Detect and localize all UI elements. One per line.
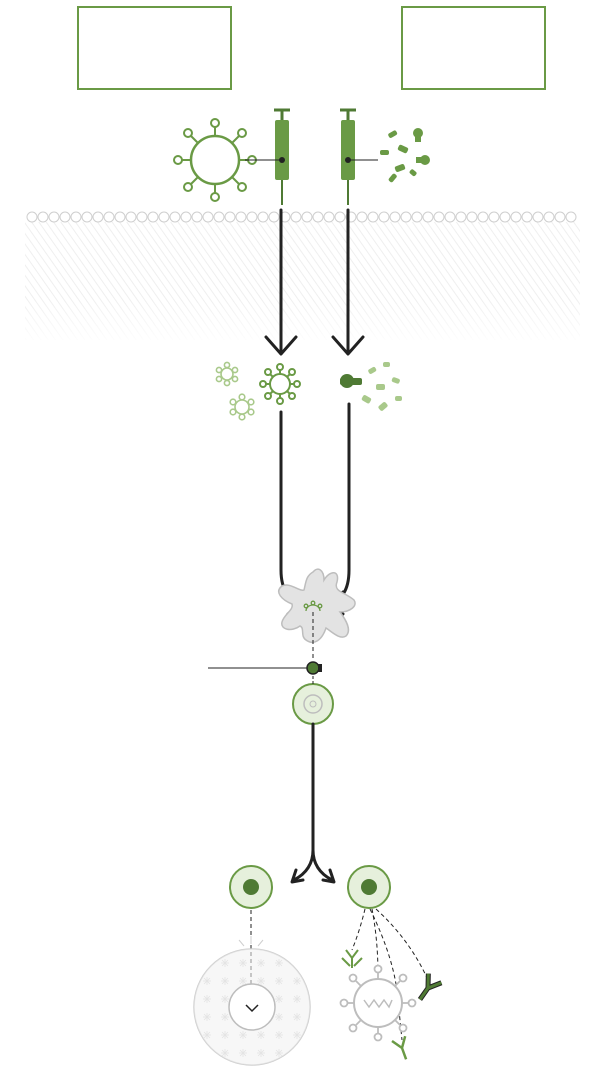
membrane-bead	[400, 211, 412, 223]
syringe-icon	[245, 108, 290, 205]
membrane-bead	[147, 211, 159, 223]
membrane-bead	[378, 211, 390, 223]
membrane-bead	[532, 211, 544, 223]
membrane-bead	[48, 211, 60, 223]
membrane-bead	[422, 211, 434, 223]
membrane-bead	[521, 211, 533, 223]
membrane-bead	[554, 211, 566, 223]
membrane-bead	[191, 211, 203, 223]
right-label-box	[401, 6, 546, 90]
membrane-bead	[257, 211, 269, 223]
antibody-icon	[391, 1035, 408, 1060]
membrane-bead	[180, 211, 192, 223]
membrane-bead	[213, 211, 225, 223]
skin-membrane	[25, 211, 580, 345]
antibody-icon	[341, 949, 363, 968]
membrane-bead	[37, 211, 49, 223]
membrane-bead	[510, 211, 522, 223]
membrane-bead	[356, 211, 368, 223]
membrane-bead	[268, 211, 280, 223]
membrane-bead	[455, 211, 467, 223]
virus-fragments-icon	[380, 128, 430, 183]
membrane-bead	[125, 211, 137, 223]
membrane-bead	[103, 211, 115, 223]
membrane-bead	[389, 211, 401, 223]
membrane-bead	[488, 211, 500, 223]
membrane-bead	[301, 211, 313, 223]
membrane-bead	[367, 211, 379, 223]
antigen-presentation	[208, 612, 314, 669]
membrane-bead	[433, 211, 445, 223]
membrane-bead	[92, 211, 104, 223]
membrane-bead	[290, 211, 302, 223]
membrane-bead	[466, 211, 478, 223]
syringe-icon	[340, 108, 378, 205]
membrane-bead	[158, 211, 170, 223]
whole-virus-icon	[173, 118, 257, 202]
antigen-fragments-icon	[215, 361, 301, 421]
membrane-bead	[202, 211, 214, 223]
dendritic-cell-icon	[278, 568, 356, 644]
membrane-bead	[169, 211, 181, 223]
receptor-icon	[306, 661, 322, 675]
membrane-bead	[543, 211, 555, 223]
membrane-bead	[565, 211, 577, 223]
infected-cell-icon	[193, 910, 311, 1066]
membrane-bead	[26, 211, 38, 223]
membrane-bead	[59, 211, 71, 223]
b-cell-icon	[347, 865, 391, 909]
killer-t-cell-icon	[229, 865, 273, 909]
membrane-bead	[477, 211, 489, 223]
membrane-bead	[70, 211, 82, 223]
branch-arrow	[290, 722, 336, 884]
t-cell-icon	[292, 676, 334, 725]
membrane-bead	[136, 211, 148, 223]
membrane-bead	[411, 211, 423, 223]
membrane-bead	[334, 211, 346, 223]
antibody-icon	[417, 973, 443, 1001]
membrane-bead	[114, 211, 126, 223]
membrane-bead	[312, 211, 324, 223]
antigen-fragments-icon	[340, 362, 402, 411]
membrane-bead	[444, 211, 456, 223]
membrane-bead	[499, 211, 511, 223]
virus-target-icon	[339, 964, 417, 1042]
membrane-bead	[224, 211, 236, 223]
membrane-bead	[323, 211, 335, 223]
membrane-bead	[235, 211, 247, 223]
membrane-bead	[81, 211, 93, 223]
membrane-bead	[246, 211, 258, 223]
injection-arrows	[264, 208, 365, 356]
left-label-box	[77, 6, 232, 90]
